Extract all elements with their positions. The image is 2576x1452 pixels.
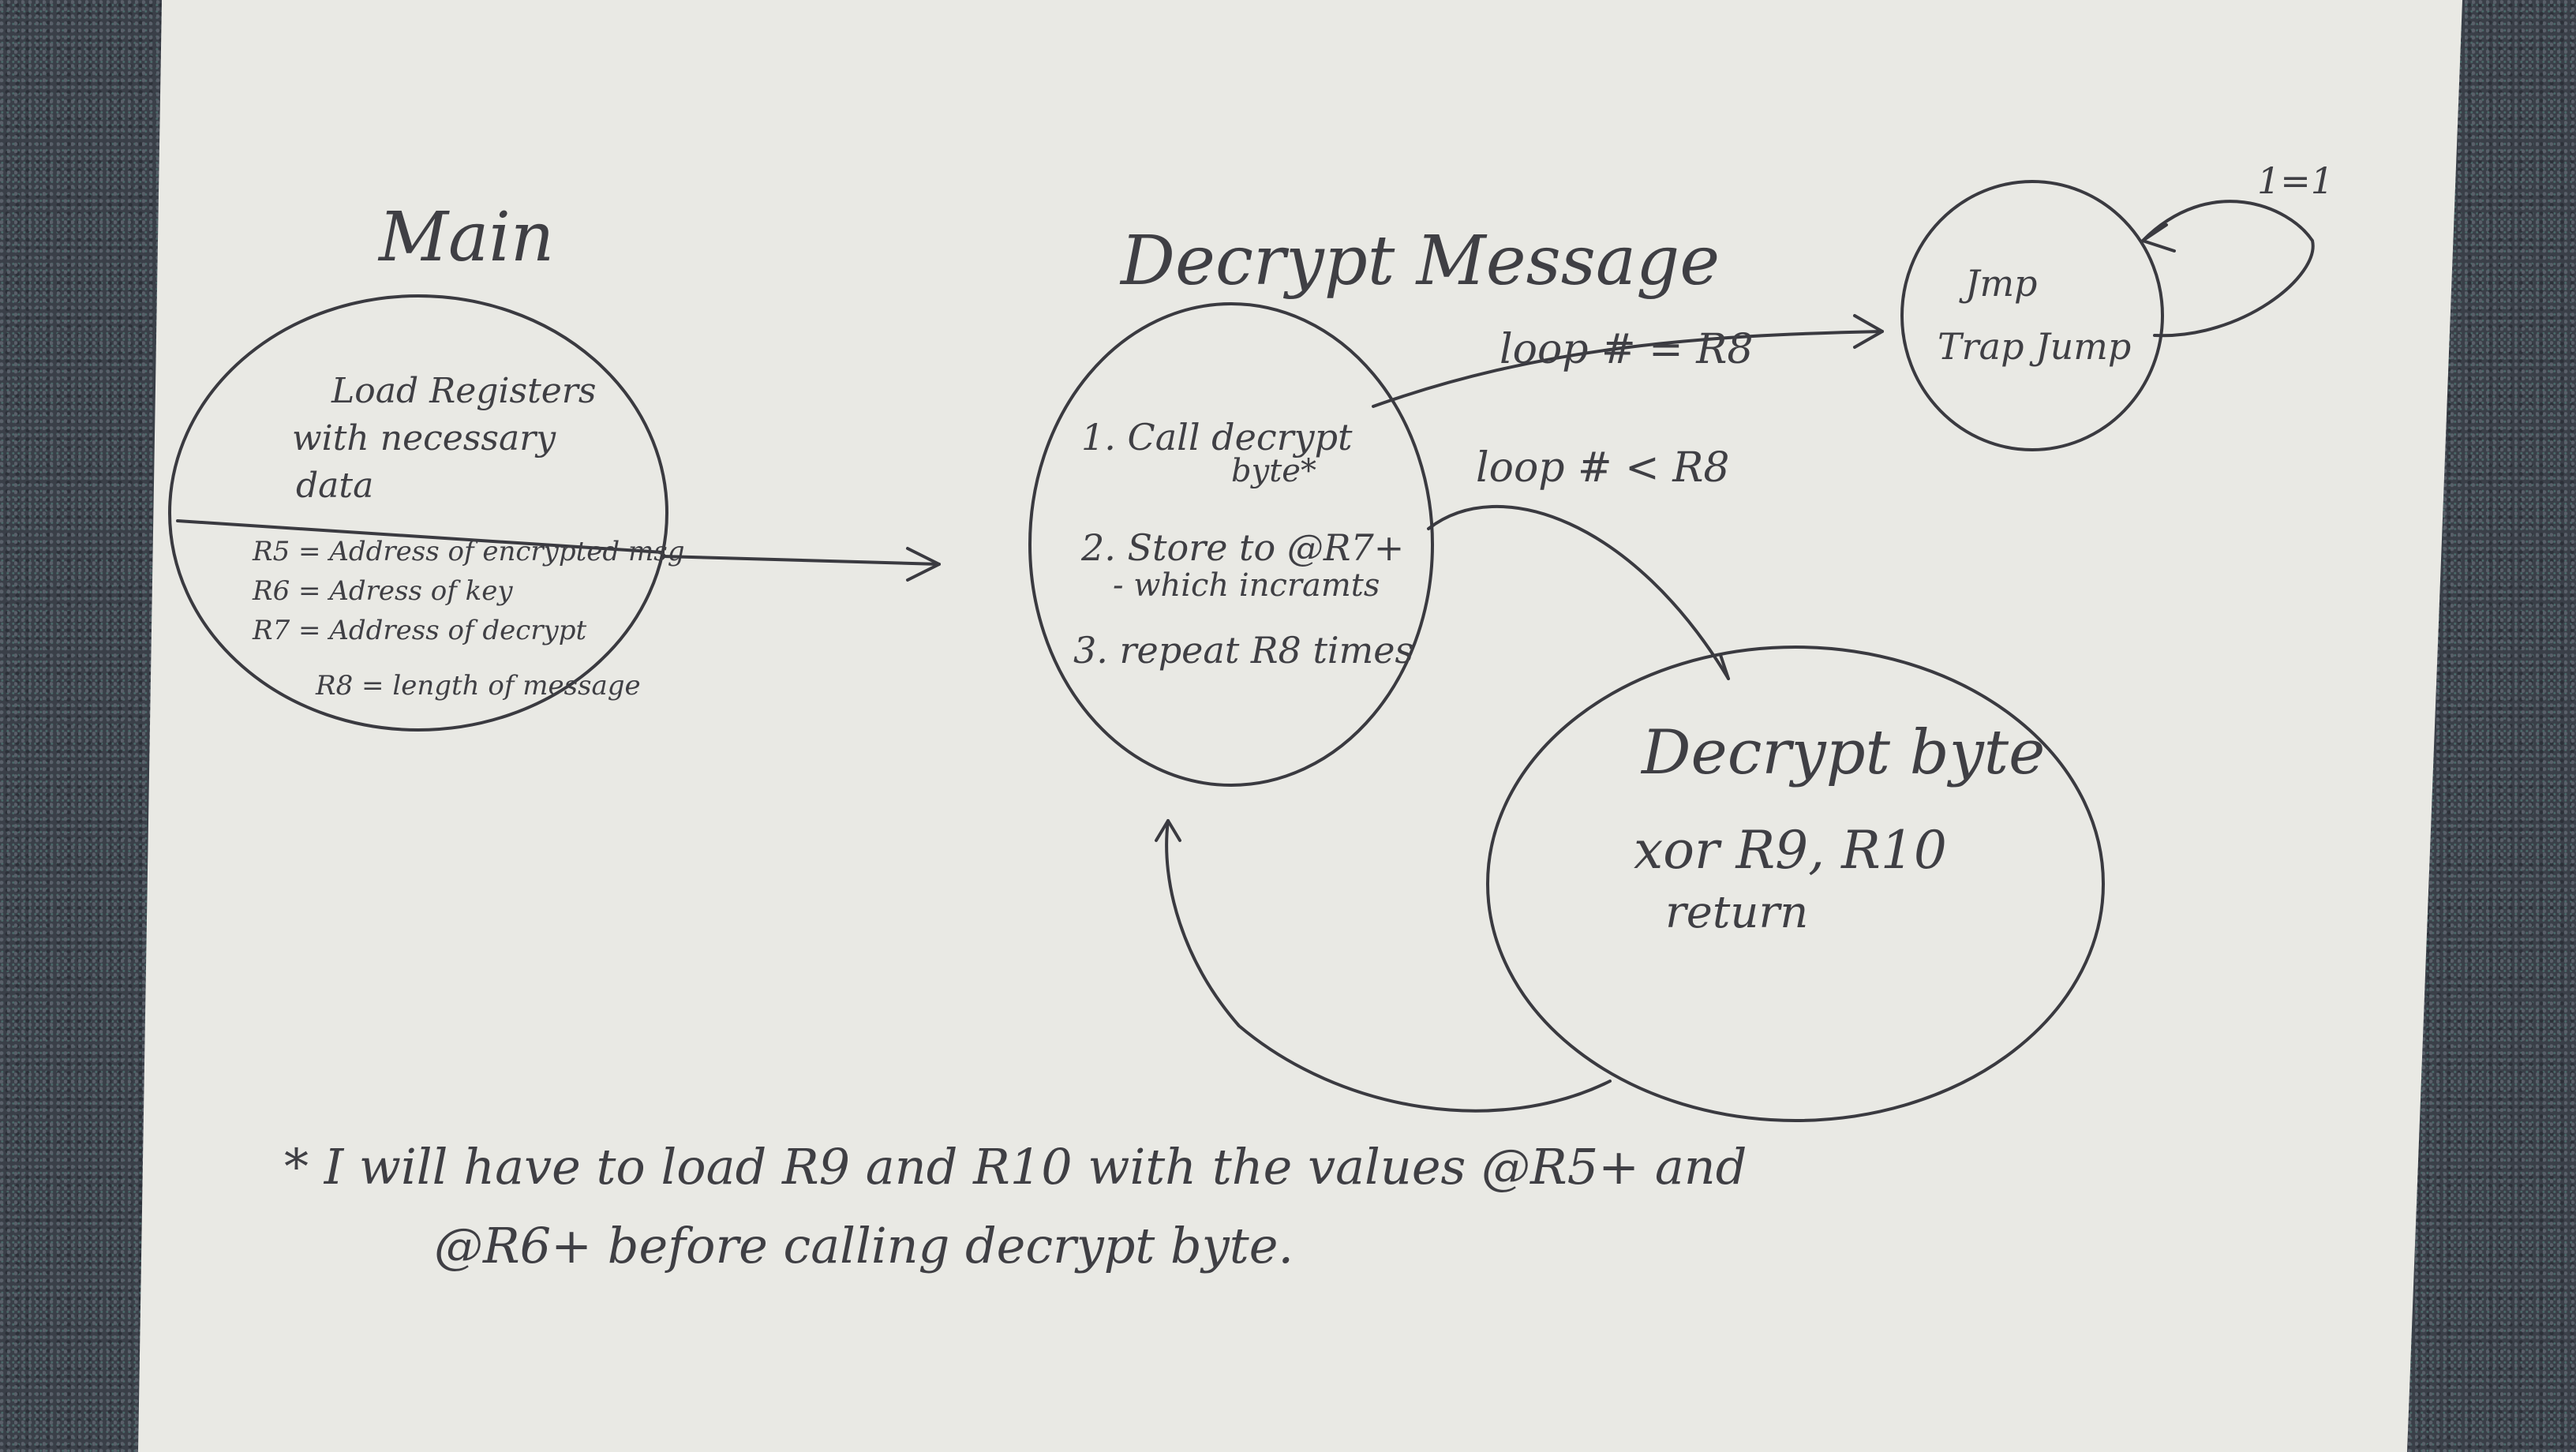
jump-condition-label: 1=1	[2257, 159, 2334, 202]
edge-main-to-decrypt-message-arrowhead	[906, 547, 941, 582]
decrypt-byte-line-1: Decrypt byte	[1640, 717, 2045, 788]
decrypt-message-line-5: 3. repeat R8 times	[1073, 629, 1413, 672]
decrypt-message-line-1: 1. Call decrypt	[1081, 416, 1353, 458]
main-node-register-line-3: R7 = Address of decrypt	[252, 615, 587, 646]
edge-loop-complete-arrowhead	[1853, 314, 1884, 349]
footnote-line-2: @R6+ before calling decrypt byte.	[434, 1217, 1294, 1274]
decrypt-message-line-4: - which incramts	[1113, 567, 1380, 604]
decrypt-message-title: Decrypt Message	[1119, 222, 1720, 301]
edge-loop-continue	[1427, 504, 1730, 680]
footnote-line-1: * I will have to load R9 and R10 with th…	[284, 1138, 1747, 1196]
trap-node	[1900, 180, 2164, 451]
main-node-header-line-2: with necessary	[292, 418, 556, 458]
decrypt-byte-line-3: return	[1665, 887, 1808, 938]
loop-less-than-label: loop # < R8	[1476, 444, 1730, 492]
trap-node-line-1: Jmp	[1959, 262, 2038, 305]
loop-equal-label: loop # = R8	[1500, 326, 1754, 373]
main-node-register-line-4: R8 = length of message	[315, 670, 641, 702]
edge-return	[1165, 819, 1612, 1113]
edge-trap-self-loop	[2141, 200, 2315, 338]
main-node-register-line-1: R5 = Address of encrypted msg	[252, 536, 684, 567]
main-node-header-line-1: Load Registers	[331, 371, 596, 411]
decrypt-byte-node	[1486, 646, 2105, 1122]
edge-trap-self-loop-arrowhead	[2141, 223, 2176, 253]
decrypt-message-line-3: 2. Store to @R7+	[1080, 526, 1404, 569]
paper-sheet	[138, 0, 2462, 1452]
main-node	[168, 294, 668, 732]
main-node-header-line-3: data	[296, 466, 373, 506]
edge-loop-complete	[1372, 330, 1884, 408]
decrypt-message-line-2: byte*	[1231, 453, 1316, 489]
decrypt-message-node	[1028, 302, 1434, 787]
edge-return-arrowhead	[1155, 819, 1181, 842]
decrypt-byte-line-2: xor R9, R10	[1634, 820, 1947, 881]
edge-main-to-decrypt-message	[661, 555, 941, 566]
main-title: Main	[377, 198, 554, 277]
main-node-divider	[176, 519, 665, 554]
trap-node-line-2: Trap Jump	[1938, 325, 2131, 368]
edge-loop-continue-hook	[1719, 653, 1730, 680]
main-node-register-line-2: R6 = Adress of key	[252, 575, 513, 607]
